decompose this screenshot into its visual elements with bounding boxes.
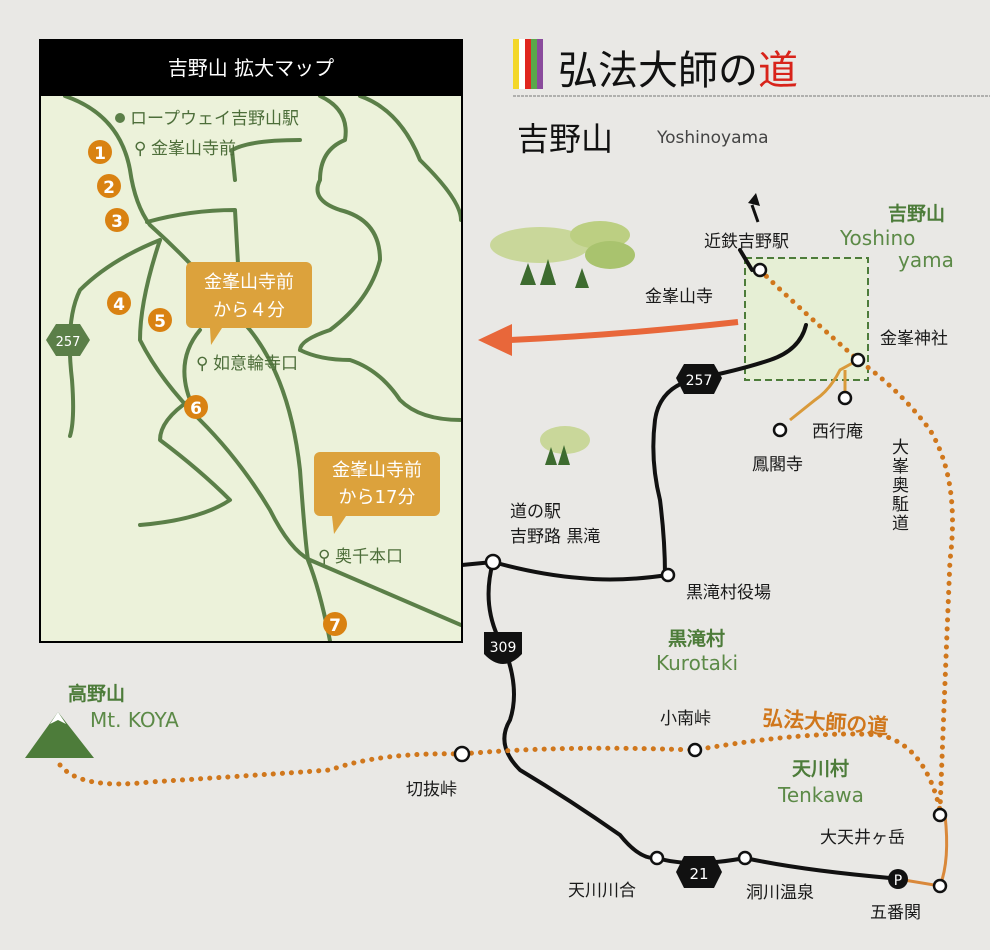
label-hokakuji: 鳳閣寺 [752, 455, 803, 475]
area-subtitle: Yoshinoyama [656, 128, 769, 148]
pin-icon: ⚲ [318, 547, 330, 567]
kobo-daishi-route [57, 267, 955, 813]
zoom-arrow-head [478, 324, 512, 356]
label-dorogawa: 洞川温泉 [746, 883, 814, 903]
marker-5: 5 [148, 308, 172, 332]
svg-text:金峯山寺前: 金峯山寺前 [332, 460, 422, 481]
zoom-arrow [509, 319, 739, 343]
svg-text:P: P [894, 873, 902, 889]
parking-icon: P [888, 869, 908, 889]
marker-3: 3 [105, 208, 129, 232]
area-title: 吉野山 [517, 120, 613, 158]
marker-7: 7 [323, 612, 347, 636]
svg-text:6: 6 [190, 399, 202, 419]
svg-text:から４分: から４分 [213, 300, 285, 321]
inset-map: 吉野山 拡大マップ 257 ロープウェイ吉野山駅 ⚲ 金峯山寺前 ⚲ [39, 39, 463, 643]
marker-2: 2 [97, 174, 121, 198]
north-arrow-head [748, 193, 760, 206]
kurotaki-label: 黒滝村 [668, 627, 725, 650]
kurotaki-en: Kurotaki [656, 651, 738, 675]
label-michinoeki-2: 吉野路 黒滝 [510, 527, 600, 547]
roads [460, 248, 949, 888]
label-omine-okugake: 大峯奥駈道 [888, 438, 909, 533]
route-sign-309: 309 [484, 632, 522, 664]
numbered-markers: 1 2 3 4 5 6 7 [88, 140, 347, 636]
label-konami: 小南峠 [660, 709, 711, 729]
inset-title: 吉野山 拡大マップ [168, 56, 334, 80]
route-label: 弘法大師の道 [762, 706, 889, 739]
svg-text:1: 1 [94, 144, 106, 164]
forest-illustration [490, 221, 635, 465]
label-kintetsu-yoshino: 近鉄吉野駅 [704, 232, 789, 252]
yoshino-en-2: yama [898, 248, 954, 272]
tenkawa-label: 天川村 [792, 757, 849, 780]
station-dot-icon [115, 113, 125, 123]
pin-icon: ⚲ [134, 139, 146, 159]
inset-route-sign-257: 257 [46, 324, 90, 356]
route-sign-257: 257 [676, 364, 722, 394]
callout-4min: 金峯山寺前 から４分 [186, 262, 312, 345]
koya-label: 高野山 [68, 682, 125, 705]
pin-icon: ⚲ [196, 354, 208, 374]
svg-text:309: 309 [490, 640, 517, 656]
label-michinoeki-1: 道の駅 [510, 502, 561, 522]
label-gobanseki: 五番関 [870, 903, 921, 923]
svg-text:から17分: から17分 [339, 487, 416, 508]
label-kinpu-jinja: 金峯神社 [880, 329, 948, 349]
callout-17min: 金峯山寺前 から17分 [314, 452, 440, 534]
yoshino-label: 吉野山 [888, 202, 945, 225]
svg-text:4: 4 [113, 295, 125, 315]
svg-text:金峯山寺前: 金峯山寺前 [204, 272, 294, 293]
route-sign-21: 21 [676, 856, 722, 888]
label-tenkawa-kawai: 天川川合 [568, 881, 636, 901]
mountain-icon [25, 712, 94, 758]
svg-text:7: 7 [329, 616, 341, 636]
label-stop-kinpusenji: 金峯山寺前 [151, 139, 236, 159]
marker-6: 6 [184, 395, 208, 419]
label-ropeway-station: ロープウェイ吉野山駅 [130, 109, 299, 129]
label-daitenjo: 大天井ヶ岳 [820, 828, 905, 848]
north-arrow-icon [750, 204, 760, 223]
label-stop-okusenbon: 奥千本口 [335, 547, 403, 567]
svg-text:2: 2 [103, 178, 115, 198]
svg-text:3: 3 [111, 212, 123, 232]
svg-text:257: 257 [686, 373, 713, 389]
label-kirihari: 切抜峠 [406, 780, 457, 800]
svg-text:257: 257 [56, 335, 81, 350]
koya-en: Mt. KOYA [90, 708, 179, 732]
page-title: 弘法大師の道 [558, 48, 798, 94]
yoshino-en-1: Yoshino [839, 226, 915, 250]
marker-4: 4 [107, 291, 131, 315]
svg-text:5: 5 [154, 312, 166, 332]
label-kurotaki-office: 黒滝村役場 [686, 583, 771, 603]
label-kinpusenji: 金峯山寺 [645, 287, 713, 307]
map-stops [453, 262, 948, 894]
marker-1: 1 [88, 140, 112, 164]
svg-text:21: 21 [689, 865, 708, 883]
title-stripes [513, 39, 543, 89]
label-saigyoan: 西行庵 [812, 422, 863, 442]
label-stop-nyoirinji: 如意輪寺口 [213, 354, 298, 374]
tenkawa-en: Tenkawa [777, 783, 864, 807]
